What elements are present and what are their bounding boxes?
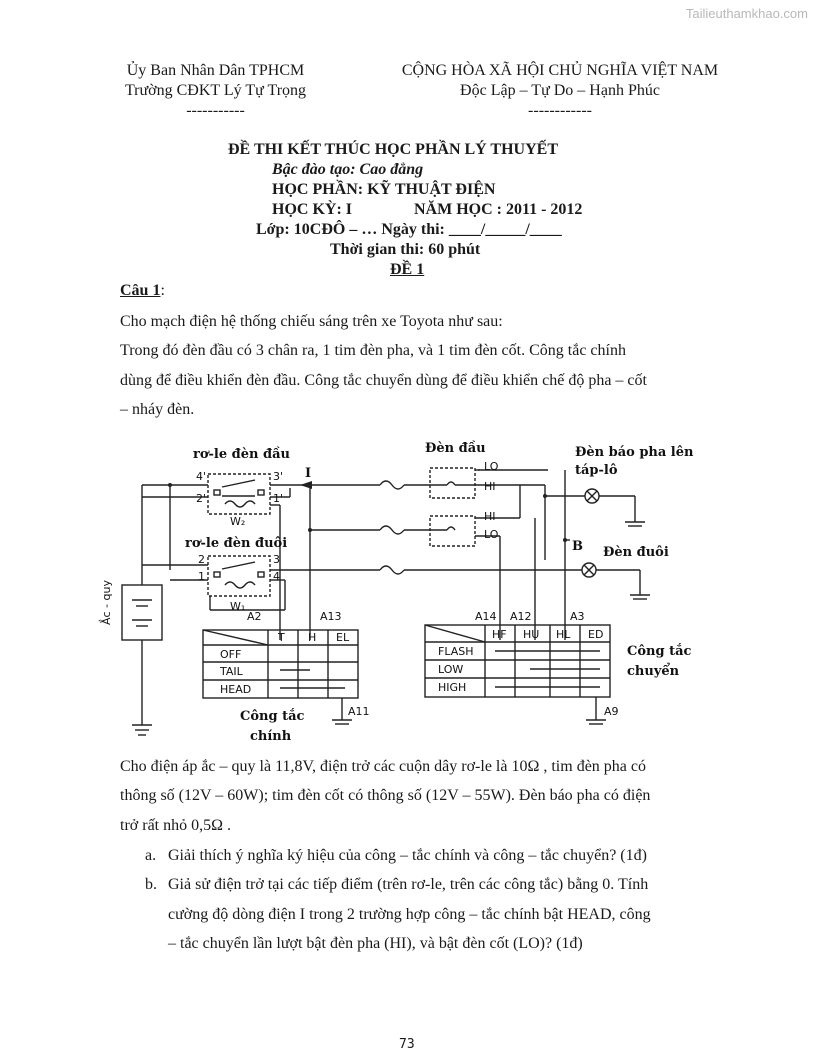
tail-relay-box [207,555,271,597]
semester: HỌC KỲ: I [272,201,352,218]
main-col-h: H [308,631,316,644]
lighting-circuit-diagram: rơ-le đèn đầu rơ-le đèn đuôi Đèn đầu Đèn… [99,440,694,744]
left-divider: ----------- [186,102,245,119]
label-indicator: Đèn báo pha lên [575,445,694,460]
class-and-date: Lớp: 10CĐÔ – … Ngày thi: ____/_____/____ [256,221,562,238]
head-relay-box [207,473,271,515]
connector-a2: A2 [247,610,262,623]
main-row-head: HEAD [220,683,251,696]
connector-a11: A11 [348,705,370,718]
question-colon: : [160,282,165,299]
subq-b-text-1: Giả sử điện trở tại các tiếp điểm (trên … [168,876,649,893]
dimmer-col-hu: HU [523,628,539,641]
label-main-switch-2: chính [250,729,292,744]
subq-b-label: b. [145,876,157,893]
subq-a-text: Giải thích ý nghĩa ký hiệu của công – tắ… [168,847,647,864]
connector-a3: A3 [570,610,585,623]
label-relay-tail: rơ-le đèn đuôi [185,536,287,551]
main-col-t: T [277,631,285,644]
dimmer-col-ed: ED [588,628,603,641]
label-node-b: B [572,539,583,554]
label-dimmer-switch: Công tắc [627,643,692,659]
params-line3: trở rất nhỏ 0,5Ω . [120,817,231,834]
connector-a14: A14 [475,610,497,623]
school-year: NĂM HỌC : 2011 - 2012 [414,201,583,218]
pin-tail-2: 2 [198,553,205,566]
page-number: 73 [399,1037,415,1052]
label-headlamp: Đèn đầu [425,440,486,456]
dimmer-col-hl: HL [556,628,571,641]
connector-a13: A13 [320,610,342,623]
national-title: CỘNG HÒA XÃ HỘI CHỦ NGHĨA VIỆT NAM [401,62,719,79]
dimmer-row-flash: FLASH [438,645,474,658]
question-desc-line1: Trong đó đèn đầu có 3 chân ra, 1 tim đèn… [120,342,626,359]
label-relay-head: rơ-le đèn đầu [193,446,290,462]
label-hi-lower: HI [484,510,496,523]
exam-code: ĐỀ 1 [390,261,425,278]
question-label-line: Câu 1: [120,276,165,305]
main-switch-table [202,629,359,699]
course-name: HỌC PHẦN: KỸ THUẬT ĐIỆN [272,181,496,198]
label-main-switch: Công tắc [240,708,305,724]
headlamp-lower [429,515,476,547]
pin-head-3: 3' [273,470,283,483]
main-row-off: OFF [220,648,241,661]
params-line1: Cho điện áp ắc – quy là 11,8V, điện trở … [120,758,646,775]
pin-tail-1: 1 [198,570,205,583]
pin-tail-3: 3 [273,553,280,566]
label-lo-upper: LO [484,460,499,473]
label-hi-upper: HI [484,480,496,493]
question-desc-line3: – nháy đèn. [120,401,195,418]
school-name: Trường CĐKT Lý Tự Trọng [124,82,307,99]
pin-tail-4: 4 [273,570,280,583]
dimmer-switch-table [424,624,611,698]
battery-symbol [121,584,163,641]
subq-b-text-3: – tắc chuyển lần lượt bật đèn pha (HI), … [168,935,583,952]
coil-head-label: W₂ [230,515,245,528]
label-lo-lower: LO [484,528,499,541]
dimmer-col-hf: HF [492,628,507,641]
headlamp-upper [429,467,476,499]
question-label: Câu 1 [120,282,161,299]
training-level: Bậc đào tạo: Cao đẳng [272,161,424,178]
pin-head-1: 1' [273,492,283,505]
national-motto: Độc Lập – Tự Do – Hạnh Phúc [460,82,660,99]
pin-head-2: 2' [196,492,206,505]
label-battery: Ắc - quy [99,580,113,625]
connector-a12: A12 [510,610,532,623]
right-divider: ------------ [528,102,592,119]
label-dimmer-switch-2: chuyển [627,663,680,679]
exam-title: ĐỀ THI KẾT THÚC HỌC PHẦN LÝ THUYẾT [228,141,558,158]
params-line2: thông số (12V – 60W); tim đèn cốt có thô… [120,787,651,804]
exam-duration: Thời gian thi: 60 phút [330,241,481,258]
subq-a-label: a. [145,847,157,864]
question-intro: Cho mạch điện hệ thống chiếu sáng trên x… [120,313,503,330]
main-col-el: EL [336,631,350,644]
connector-a9: A9 [604,705,619,718]
pin-head-4: 4' [196,470,206,483]
label-taillamp: Đèn đuôi [603,545,669,560]
main-row-tail: TAIL [219,665,244,678]
coil-tail-label: W₁ [230,600,245,613]
watermark: Tailieuthamkhao.com [685,6,808,21]
dimmer-row-high: HIGH [438,681,466,694]
label-indicator-2: táp-lô [575,463,618,478]
question-desc-line2: dùng để điều khiển đèn đầu. Công tắc chu… [120,372,647,389]
agency-name: Ủy Ban Nhân Dân TPHCM [126,62,305,79]
dimmer-row-low: LOW [438,663,463,676]
label-current-i: I [305,466,311,481]
subq-b-text-2: cường độ dòng điện I trong 2 trường hợp … [168,906,651,923]
